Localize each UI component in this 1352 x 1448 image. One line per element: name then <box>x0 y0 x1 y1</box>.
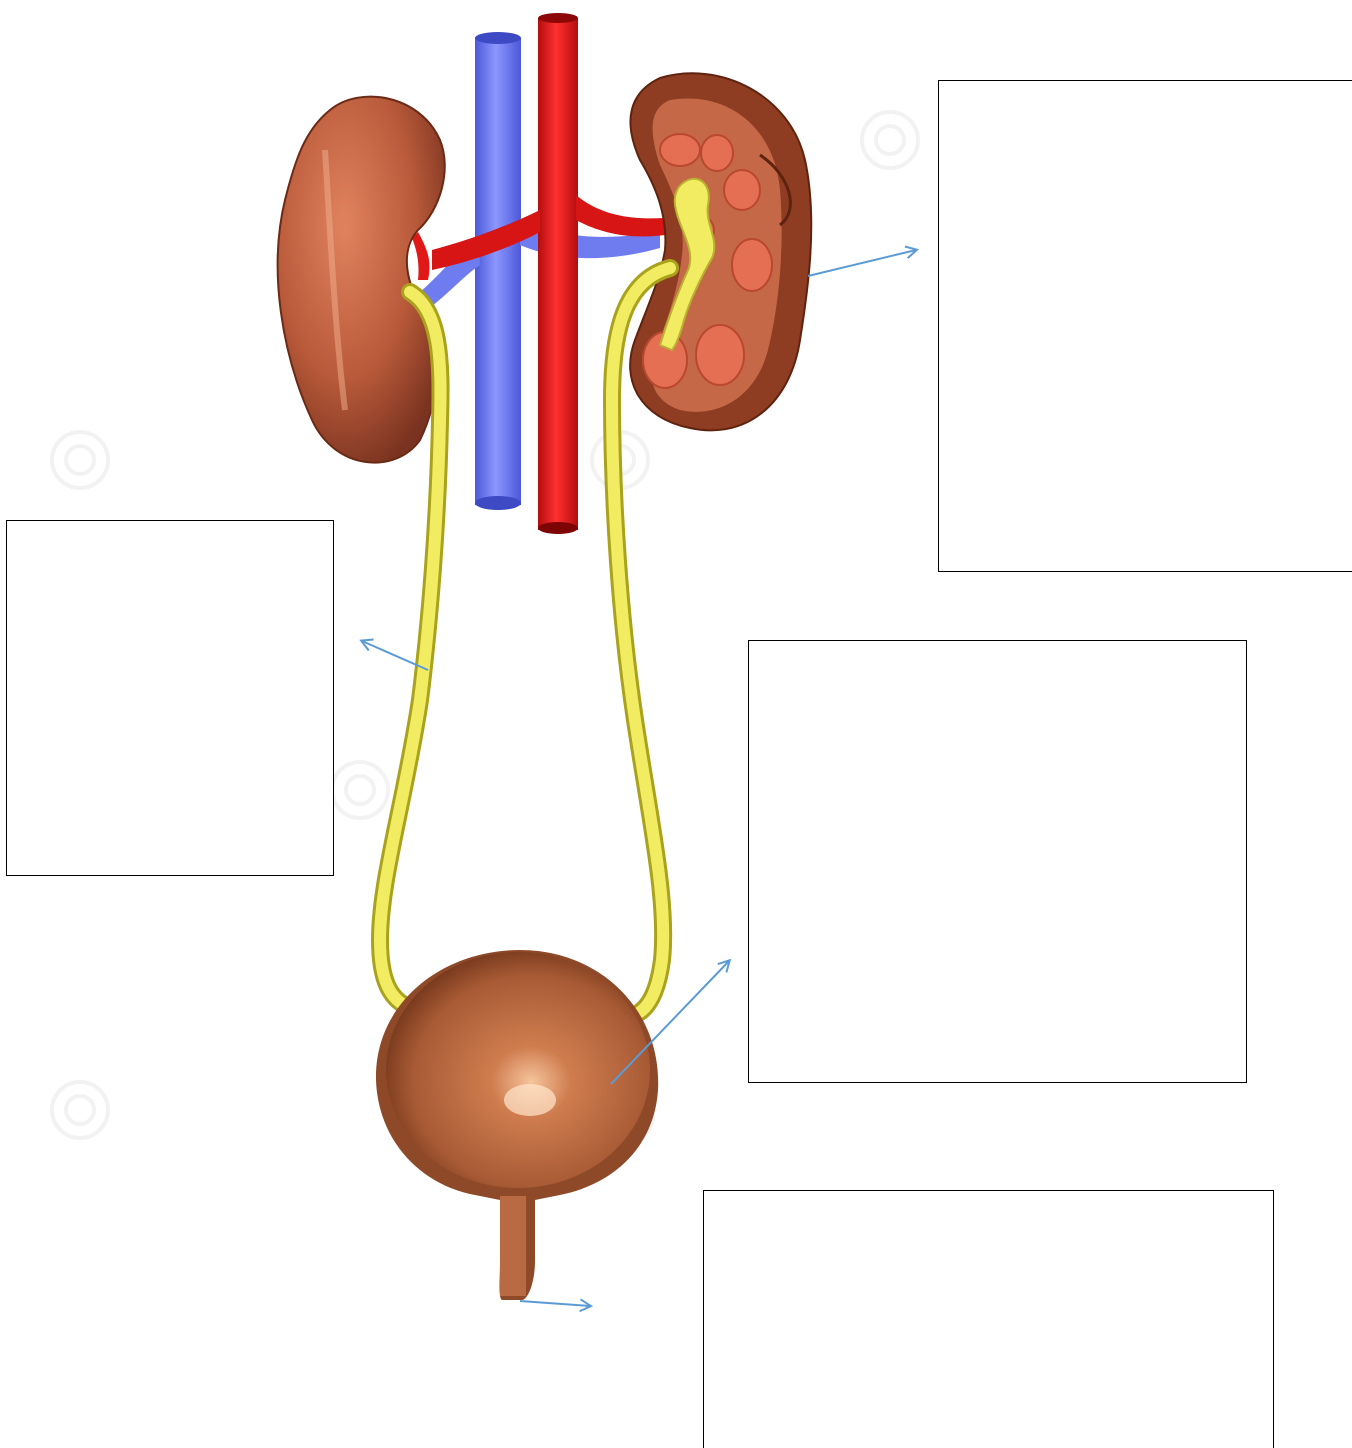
label-box-ureter[interactable] <box>6 520 334 876</box>
bladder <box>376 950 658 1300</box>
label-box-urethra-text <box>704 1191 1273 1211</box>
arrow-to-urethra-box <box>520 1301 590 1306</box>
label-box-kidney[interactable] <box>938 80 1352 572</box>
kidney-cross-section <box>630 73 811 430</box>
label-box-bladder[interactable] <box>748 640 1247 1083</box>
label-box-kidney-text <box>939 81 1352 101</box>
label-box-ureter-text <box>7 521 333 541</box>
label-box-urethra[interactable] <box>703 1190 1274 1448</box>
label-box-bladder-text <box>749 641 1246 661</box>
arrow-to-kidney-box <box>808 250 916 276</box>
